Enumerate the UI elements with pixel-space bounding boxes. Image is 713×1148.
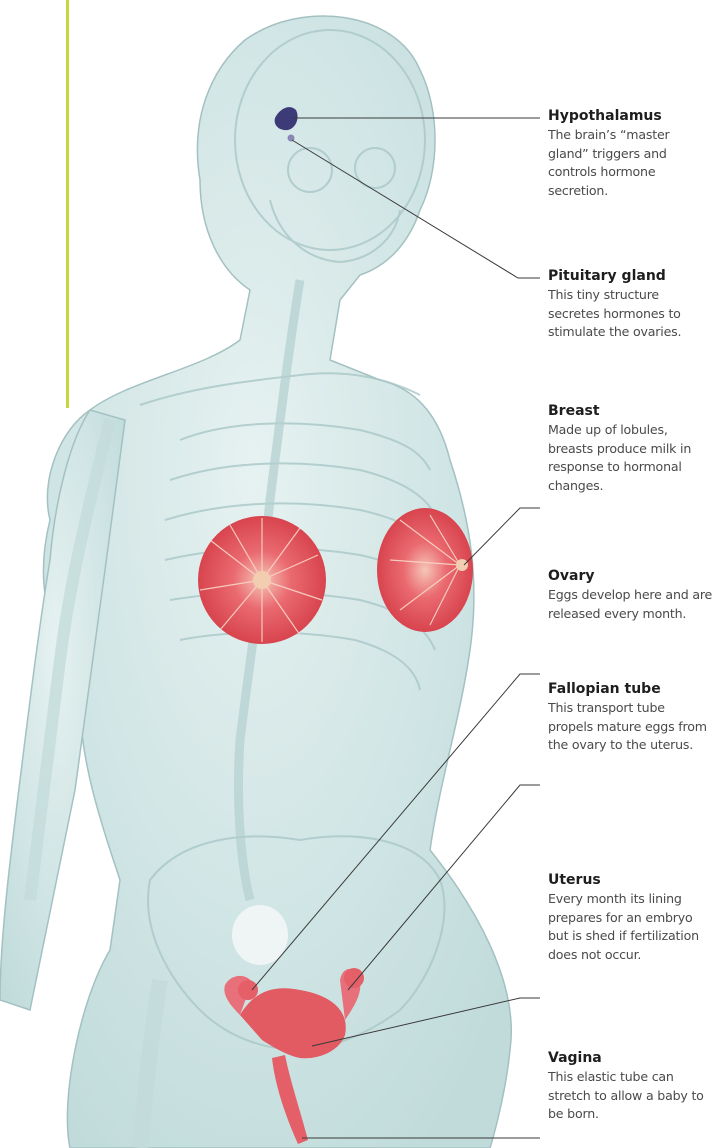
label-title: Uterus bbox=[548, 872, 713, 889]
accent-bar bbox=[66, 0, 69, 408]
label-fallopian-tube: Fallopian tube This transport tube prope… bbox=[548, 681, 713, 755]
label-description: This elastic tube can stretch to allow a… bbox=[548, 1068, 713, 1124]
label-title: Pituitary gland bbox=[548, 268, 713, 285]
breast-organ-right bbox=[377, 508, 473, 632]
label-title: Fallopian tube bbox=[548, 681, 713, 698]
label-title: Breast bbox=[548, 403, 713, 420]
breast-organ-left bbox=[198, 516, 326, 644]
label-description: This transport tube propels mature eggs … bbox=[548, 699, 713, 755]
label-breast: Breast Made up of lobules, breasts produ… bbox=[548, 403, 713, 495]
label-description: This tiny structure secretes hormones to… bbox=[548, 286, 713, 342]
label-hypothalamus: Hypothalamus The brain’s “master gland” … bbox=[548, 108, 713, 200]
label-uterus: Uterus Every month its lining prepares f… bbox=[548, 872, 713, 964]
label-ovary: Ovary Eggs develop here and are released… bbox=[548, 568, 713, 623]
label-pituitary: Pituitary gland This tiny structure secr… bbox=[548, 268, 713, 342]
label-description: The brain’s “master gland” triggers and … bbox=[548, 126, 713, 200]
label-title: Hypothalamus bbox=[548, 108, 713, 125]
label-description: Made up of lobules, breasts produce milk… bbox=[548, 421, 713, 495]
label-description: Eggs develop here and are released every… bbox=[548, 586, 713, 623]
leader-breast bbox=[464, 508, 540, 565]
label-title: Vagina bbox=[548, 1050, 713, 1067]
label-title: Ovary bbox=[548, 568, 713, 585]
label-vagina: Vagina This elastic tube can stretch to … bbox=[548, 1050, 713, 1124]
label-description: Every month its lining prepares for an e… bbox=[548, 890, 713, 964]
